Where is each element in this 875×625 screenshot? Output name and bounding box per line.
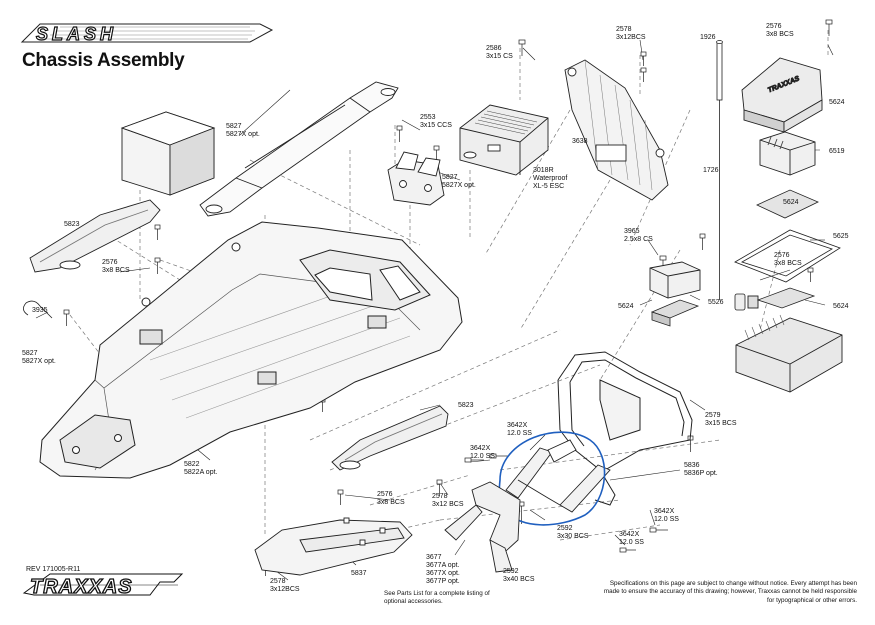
bumper-mounts [505,439,611,513]
chassis-tub [39,221,463,479]
brand-logo-text: TRAXXAS [24,573,189,603]
callout-5624-b: 5624 [783,199,799,206]
battery-hold-down [199,81,399,217]
box-seal [734,229,841,283]
battery-pack [120,111,216,196]
shock-tower [564,59,669,201]
callout-5625: 5625 [833,233,849,240]
callout-5624-c: 5624 [833,303,849,310]
receiver-box-base [735,295,843,393]
traxxas-wordmark: TRAXXAS [30,576,133,598]
side-rail-front [331,405,449,471]
side-rail-left [29,199,161,273]
revision-label: REV 171005-R11 [26,566,81,573]
receiver-box-cover: TRAXXAS [741,57,823,133]
post-clip [734,293,746,311]
battery-clip [649,261,701,299]
foam-blocks [650,287,816,327]
parts-list-note: See Parts List for a complete listing of… [384,590,490,605]
front-skid-plate [254,517,413,576]
callout-1726: 1726 [703,167,719,174]
page-title: Chassis Assembly [22,50,185,71]
callout-5837: 5837 [351,570,367,577]
traxxas-logo [22,573,184,596]
antenna [716,40,723,300]
callout-1926: 1926 [700,34,716,41]
slash-logo: SLASH [20,23,274,45]
rear-skid [444,481,521,573]
svg-text:SLASH: SLASH [36,24,117,44]
esc-unit [459,104,549,176]
callout-6519: 6519 [829,148,845,155]
callout-5624-a: 5624 [829,99,845,106]
disclaimer-notice: Specifications on this page are subject … [603,580,857,604]
body-mount [387,151,445,206]
callout-5823-front: 5823 [458,402,474,409]
foam-pad [756,189,819,219]
callout-3638: 3638 [572,138,588,145]
callout-5526: 5526 [708,299,724,306]
callout-5624-d: 5624 [618,303,634,310]
callout-5823-left: 5823 [64,221,80,228]
callout-3935: 3935 [32,307,48,314]
roll-cage [557,351,693,506]
body-clip [23,300,53,319]
receiver [759,131,816,176]
